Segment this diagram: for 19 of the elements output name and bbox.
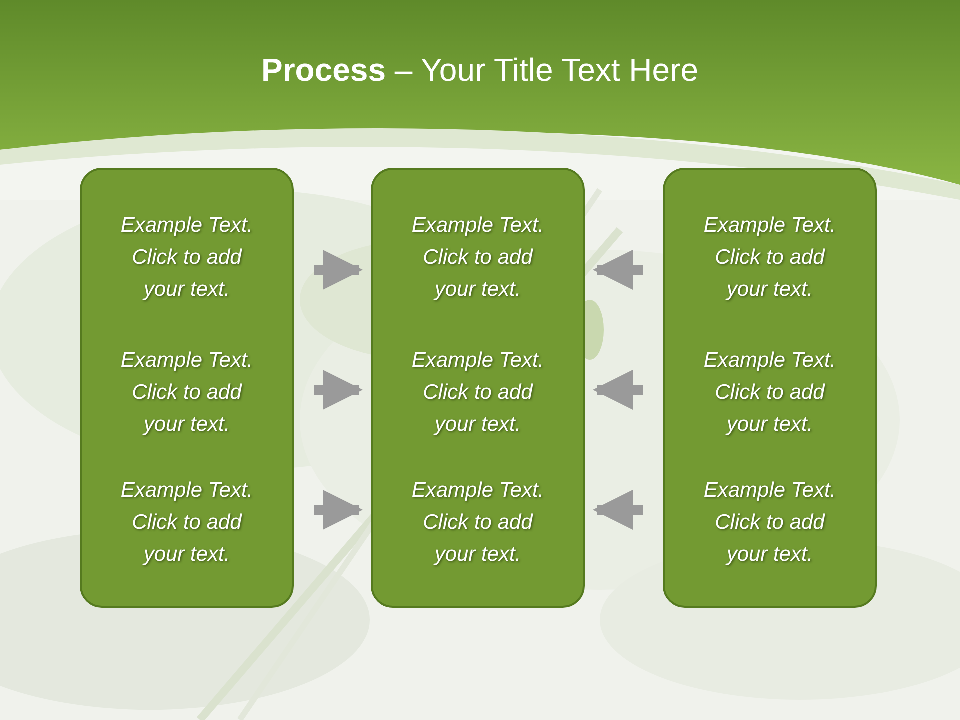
arrow <box>314 370 363 410</box>
body-text: Example Text. Click to add your text. <box>120 478 254 568</box>
arrow <box>314 490 363 530</box>
body-text: Example Text. Click to add your text. <box>410 213 546 303</box>
text-panel <box>80 168 294 608</box>
arrow <box>593 370 643 410</box>
slide-title: Process – Your Title Text Here <box>260 52 700 89</box>
arrow <box>314 250 363 290</box>
text-panel <box>371 168 585 608</box>
arrow <box>593 490 643 530</box>
body-text: Example Text. Click to add your text. <box>702 213 838 303</box>
text-panel <box>663 168 877 608</box>
body-text: Example Text. Click to add your text. <box>702 348 838 438</box>
body-text: Example Text. Click to add your text. <box>120 348 254 438</box>
body-text: Example Text. Click to add your text. <box>410 478 546 568</box>
body-text: Example Text. Click to add your text. <box>120 213 254 303</box>
body-text: Example Text. Click to add your text. <box>410 348 546 438</box>
body-text: Example Text. Click to add your text. <box>702 478 838 568</box>
arrow <box>593 250 643 290</box>
